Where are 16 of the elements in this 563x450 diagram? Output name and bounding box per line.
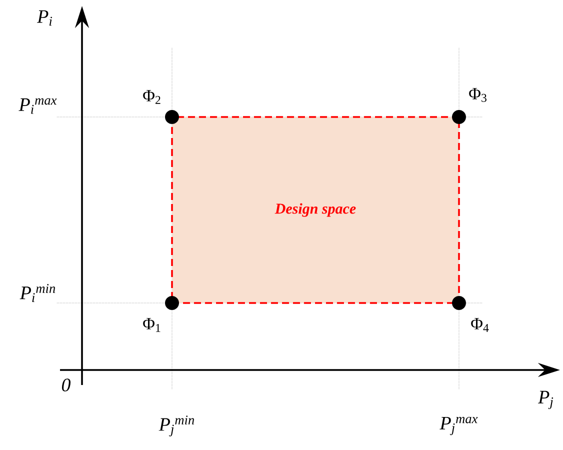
axis-label: P$_{i}$max bbox=[18, 98, 57, 114]
axis-label: P$_{j}$ bbox=[538, 390, 554, 410]
point-label: Φ$_{4}$ bbox=[471, 318, 489, 332]
axis-label: P$_{j}$max bbox=[440, 416, 478, 436]
point-dot bbox=[165, 296, 179, 310]
point-dot bbox=[452, 110, 466, 124]
design-space-region: Design space bbox=[171, 116, 460, 304]
point-dot bbox=[165, 110, 179, 124]
point-label: Φ$_{1}$ bbox=[143, 318, 160, 332]
axis-label: P$_{i}$min bbox=[20, 284, 56, 302]
point-dot bbox=[452, 296, 466, 310]
axis-label: 0 bbox=[62, 378, 70, 392]
point-label: Φ$_{3}$ bbox=[469, 88, 486, 102]
axis-label: P$_{j}$min bbox=[158, 416, 194, 436]
axis-label: P$_{i}$ bbox=[37, 10, 52, 26]
point-label: Φ$_{2}$ bbox=[143, 90, 160, 104]
